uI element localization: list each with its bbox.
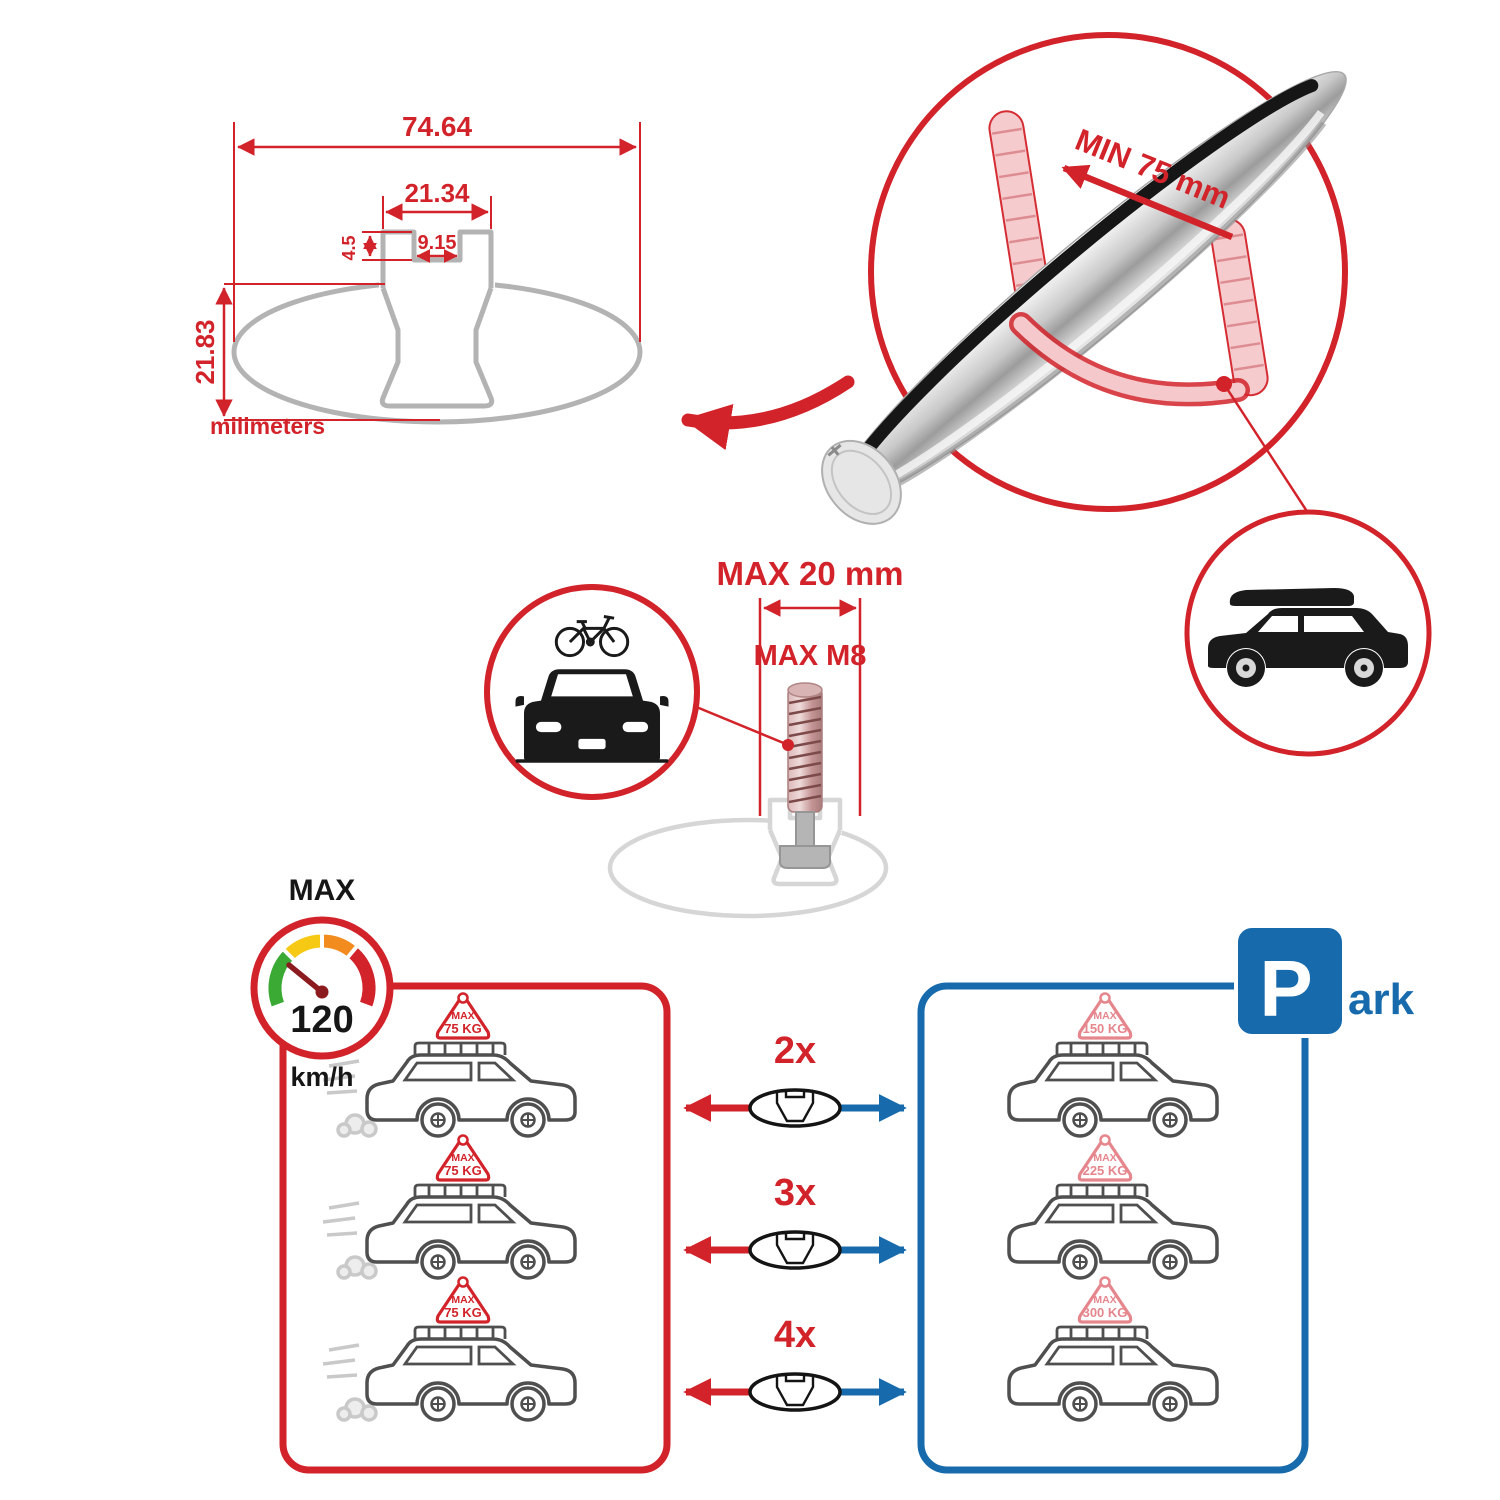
gauge-value: 120 <box>290 999 353 1041</box>
load-sign-value: 300 KG <box>1083 1305 1128 1320</box>
suv-body <box>1208 608 1408 668</box>
quantity-row-2: 3x <box>683 1172 907 1270</box>
quantity-label: 3x <box>774 1172 816 1214</box>
profile-channel <box>379 287 495 409</box>
label-lip: 4.5 <box>339 235 359 260</box>
load-sign-value: 75 KG <box>444 1021 482 1036</box>
bike-circle-leader <box>693 704 787 746</box>
crossbar-section-icon <box>748 1372 842 1412</box>
crossbar-section-icon <box>748 1088 842 1128</box>
load-sign-driving-3: MAX 75 KG <box>435 1275 491 1324</box>
load-sign-driving-1: MAX 75 KG <box>435 991 491 1040</box>
label-max-thread: MAX M8 <box>754 640 867 672</box>
license-plate <box>578 738 606 750</box>
bike-car-circle <box>484 584 794 800</box>
ext-lines-total-width <box>233 122 641 342</box>
gauge-ticks <box>280 932 360 963</box>
roof-box <box>1229 588 1354 606</box>
load-sign-max: MAX <box>451 1152 474 1164</box>
crossbar-section-icon <box>748 1230 842 1270</box>
detail-to-profile-arrow <box>681 375 855 451</box>
bar-end-cap <box>821 439 902 525</box>
load-sign-parking-2: MAX 225 KG <box>1077 1133 1133 1182</box>
load-sign-value: 225 KG <box>1083 1163 1128 1178</box>
faded-profile-ellipse <box>607 817 889 919</box>
load-sign-max: MAX <box>1093 1294 1116 1306</box>
parking-sign-square <box>1234 924 1346 1038</box>
suv-roofbox-circle <box>1184 509 1432 757</box>
label-slot-inner: 9.15 <box>418 232 457 254</box>
aluminum-crossbar <box>821 70 1347 525</box>
headlight-right <box>622 721 649 733</box>
load-sign-value: 150 KG <box>1083 1021 1128 1036</box>
gauge-max-label: MAX <box>289 874 356 907</box>
min-span-arrow <box>1061 164 1234 241</box>
label-total-height: 21.83 <box>190 319 220 384</box>
parking-sign-letter: P <box>1259 944 1312 1033</box>
driving-cars: MAX 75 KG MAX 75 KG MAX 75 KG <box>323 991 575 1421</box>
speed-gauge: MAX 120 km/h <box>250 874 394 1092</box>
parking-sign-rest: ark <box>1348 975 1415 1024</box>
load-sign-value: 75 KG <box>444 1163 482 1178</box>
rubber-strip <box>845 79 1319 478</box>
load-sign-value: 75 KG <box>444 1305 482 1320</box>
profile-dimension-drawing: 74.64 21.34 9.15 4.5 21.83 milimeters <box>190 111 643 439</box>
quantity-label: 2x <box>774 1030 816 1072</box>
load-sign-parking-1: MAX 150 KG <box>1077 991 1133 1040</box>
bike-icon <box>554 615 630 658</box>
crossbar-detail-circle: MIN 75 mm <box>821 32 1348 525</box>
ext-lines-slot-outer <box>382 196 492 229</box>
quantity-row-3: 4x <box>683 1314 907 1412</box>
load-sign-max: MAX <box>451 1294 474 1306</box>
slot-mask <box>379 274 495 294</box>
label-slot-outer: 21.34 <box>404 178 470 208</box>
parking-sign: P ark <box>1234 924 1415 1038</box>
quantity-label: 4x <box>774 1314 816 1356</box>
load-sign-max: MAX <box>1093 1010 1116 1022</box>
load-sign-max: MAX <box>1093 1152 1116 1164</box>
label-units: milimeters <box>210 413 325 439</box>
profile-ellipse <box>231 279 643 425</box>
ext-lines-bolt-width <box>758 598 862 816</box>
load-sign-driving-2: MAX 75 KG <box>435 1133 491 1182</box>
label-max-width: MAX 20 mm <box>716 555 903 592</box>
windshield <box>551 674 633 697</box>
ext-lines-lip <box>362 231 412 261</box>
t-slot-head <box>779 811 831 869</box>
headlight-left <box>535 721 562 733</box>
load-sign-max: MAX <box>451 1010 474 1022</box>
gauge-needle <box>286 962 325 995</box>
bike-leader-dot <box>782 739 794 751</box>
suv-silhouette <box>1208 588 1408 687</box>
detail-to-suv-leader <box>1222 383 1312 517</box>
bar-quantity-rows: 2x 3x 4x <box>683 1030 907 1412</box>
ext-lines-total-height <box>224 283 440 421</box>
gauge-units: km/h <box>290 1062 353 1092</box>
label-total-width: 74.64 <box>402 111 472 142</box>
car-front-with-bike <box>515 615 669 763</box>
quantity-row-1: 2x <box>683 1030 907 1128</box>
load-sign-parking-3: MAX 300 KG <box>1077 1275 1133 1324</box>
parking-cars: MAX 150 KG MAX 225 KG MAX 300 KG <box>1007 991 1219 1422</box>
